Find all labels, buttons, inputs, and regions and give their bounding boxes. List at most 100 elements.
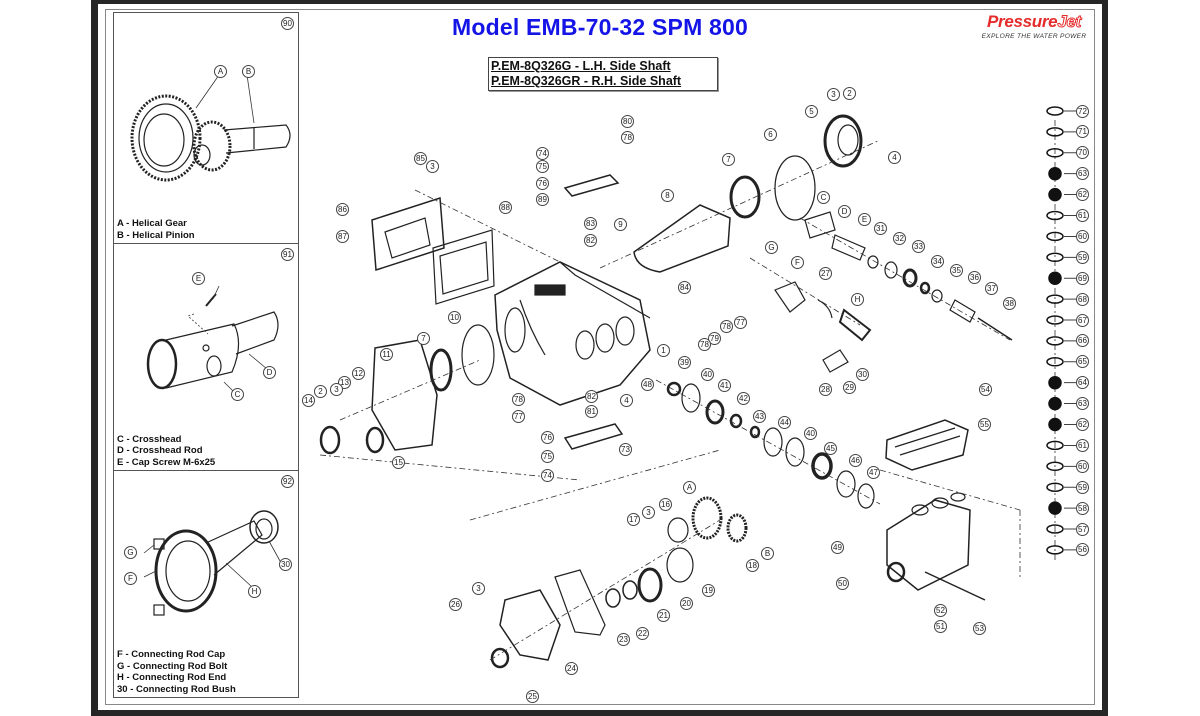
part-callout-73: 73 [619,443,632,456]
valve-callout-61: 61 [1076,209,1089,222]
part-callout-8: 8 [661,189,674,202]
callout-E: E [192,272,205,285]
part-callout-24: 24 [565,662,578,675]
legend-item: H - Connecting Rod End [117,672,227,683]
brand-tagline: EXPLORE THE WATER POWER [981,33,1087,40]
part-callout-51: 51 [934,620,947,633]
part-callout-39: 39 [678,356,691,369]
part-callout-81: 81 [585,405,598,418]
part-callout-6: 6 [764,128,777,141]
part-callout-G: G [765,241,778,254]
part-callout-28: 28 [819,383,832,396]
part-callout-84: 84 [678,281,691,294]
panel-legend: C - Crosshead D - Crosshead Rod E - Cap … [117,434,215,469]
panel-number: 91 [281,248,294,261]
valve-callout-63: 63 [1076,167,1089,181]
part-callout-5: 5 [805,105,818,118]
helical-gear-drawing [130,74,291,182]
legend-item: C - Crosshead [117,433,182,445]
part-callout-80: 80 [621,115,634,128]
crosshead-drawing [146,285,279,393]
part-callout-55: 55 [978,418,991,431]
panel-legend: F - Connecting Rod Cap G - Connecting Ro… [117,649,236,695]
part-callout-3: 3 [827,88,840,101]
legend-item: B - Helical Pinion [117,229,195,241]
legend-item: G - Connecting Rod Bolt [117,660,228,672]
part-callout-30: 30 [856,368,869,381]
detail-panel-connecting-rod: 92 G F 30 H F - Connecting Rod Cap G - C… [113,470,299,698]
part-callout-78: 78 [720,320,733,333]
brand-logo: PressureJet EXPLORE THE WATER POWER [970,12,1098,41]
part-callout-47: 47 [867,466,880,479]
part-callout-14: 14 [302,394,315,407]
page-title: Model EMB-70-32 SPM 800 [451,14,749,40]
part-callout-74: 74 [536,147,549,160]
part-callout-78: 78 [621,131,634,144]
legend-item: 30 - Connecting Rod Bush [117,683,236,695]
part-callout-H: H [851,293,864,306]
callout-B: B [242,65,255,78]
part-callout-88: 88 [499,201,512,214]
part-callout-3: 3 [426,160,439,173]
legend-item: A - Helical Gear [117,218,187,229]
part-callout-16: 16 [659,498,672,511]
part-callout-3: 3 [330,383,343,396]
part-callout-35: 35 [950,264,963,277]
part-callout-4: 4 [620,394,633,407]
detail-panel-crosshead: 91 E D C C - Crosshead D - Crosshead Rod… [113,243,299,471]
part-callout-49: 49 [831,541,844,554]
part-callout-34: 34 [931,255,944,268]
part-number-rh: P.EM-8Q326GR - R.H. Side Shaft [491,74,682,88]
panel-legend: A - Helical Gear B - Helical Pinion [117,218,195,241]
valve-callout-60: 60 [1076,459,1089,473]
valve-callout-63: 63 [1076,397,1089,411]
detail-panel-gears: 90 A B A - Helical Gear B - Helical Pini… [113,12,299,244]
part-callout-A: A [683,481,696,494]
part-callout-86: 86 [336,203,349,216]
part-callout-20: 20 [680,597,693,610]
valve-callout-67: 67 [1076,313,1089,327]
part-callout-77: 77 [734,316,747,329]
legend-item: D - Crosshead Rod [117,445,203,456]
valve-callout-72: 72 [1076,104,1089,118]
part-callout-44: 44 [778,416,791,429]
part-callout-B: B [761,547,774,560]
part-callout-18: 18 [746,559,759,572]
part-callout-21: 21 [657,609,670,622]
brand-accent: Jet [1057,12,1082,32]
part-callout-3: 3 [642,506,655,519]
valve-callout-65: 65 [1076,355,1089,369]
part-callout-78: 78 [698,338,711,351]
part-callout-43: 43 [753,410,766,423]
part-callout-82: 82 [584,234,597,247]
part-callout-37: 37 [985,282,998,295]
part-callout-78: 78 [512,393,525,406]
part-callout-82: 82 [585,390,598,403]
valve-callout-59: 59 [1076,250,1089,264]
valve-callout-62: 62 [1076,418,1089,431]
part-callout-9: 9 [614,218,627,231]
part-callout-10: 10 [448,311,461,324]
part-callout-76: 76 [536,177,549,190]
callout-C: C [231,388,244,401]
part-callout-41: 41 [718,379,731,392]
part-callout-46: 46 [849,454,862,467]
brand-main: Pressure [986,12,1058,31]
valve-callout-56: 56 [1076,543,1089,557]
part-callout-19: 19 [702,584,715,597]
part-callout-F: F [791,256,804,269]
part-callout-23: 23 [617,633,630,646]
callout-F: F [124,572,137,585]
valve-callout-70: 70 [1076,146,1089,160]
part-callout-22: 22 [636,627,649,640]
part-callout-75: 75 [536,160,549,173]
valve-callout-62: 62 [1076,188,1089,202]
part-callout-36: 36 [968,271,981,284]
part-callout-2: 2 [843,87,856,100]
part-callout-52: 52 [934,604,947,617]
callout-30: 30 [279,558,292,571]
part-callout-87: 87 [336,230,349,243]
part-callout-54: 54 [979,383,992,396]
part-callout-40: 40 [701,368,714,381]
part-callout-76: 76 [541,431,554,444]
